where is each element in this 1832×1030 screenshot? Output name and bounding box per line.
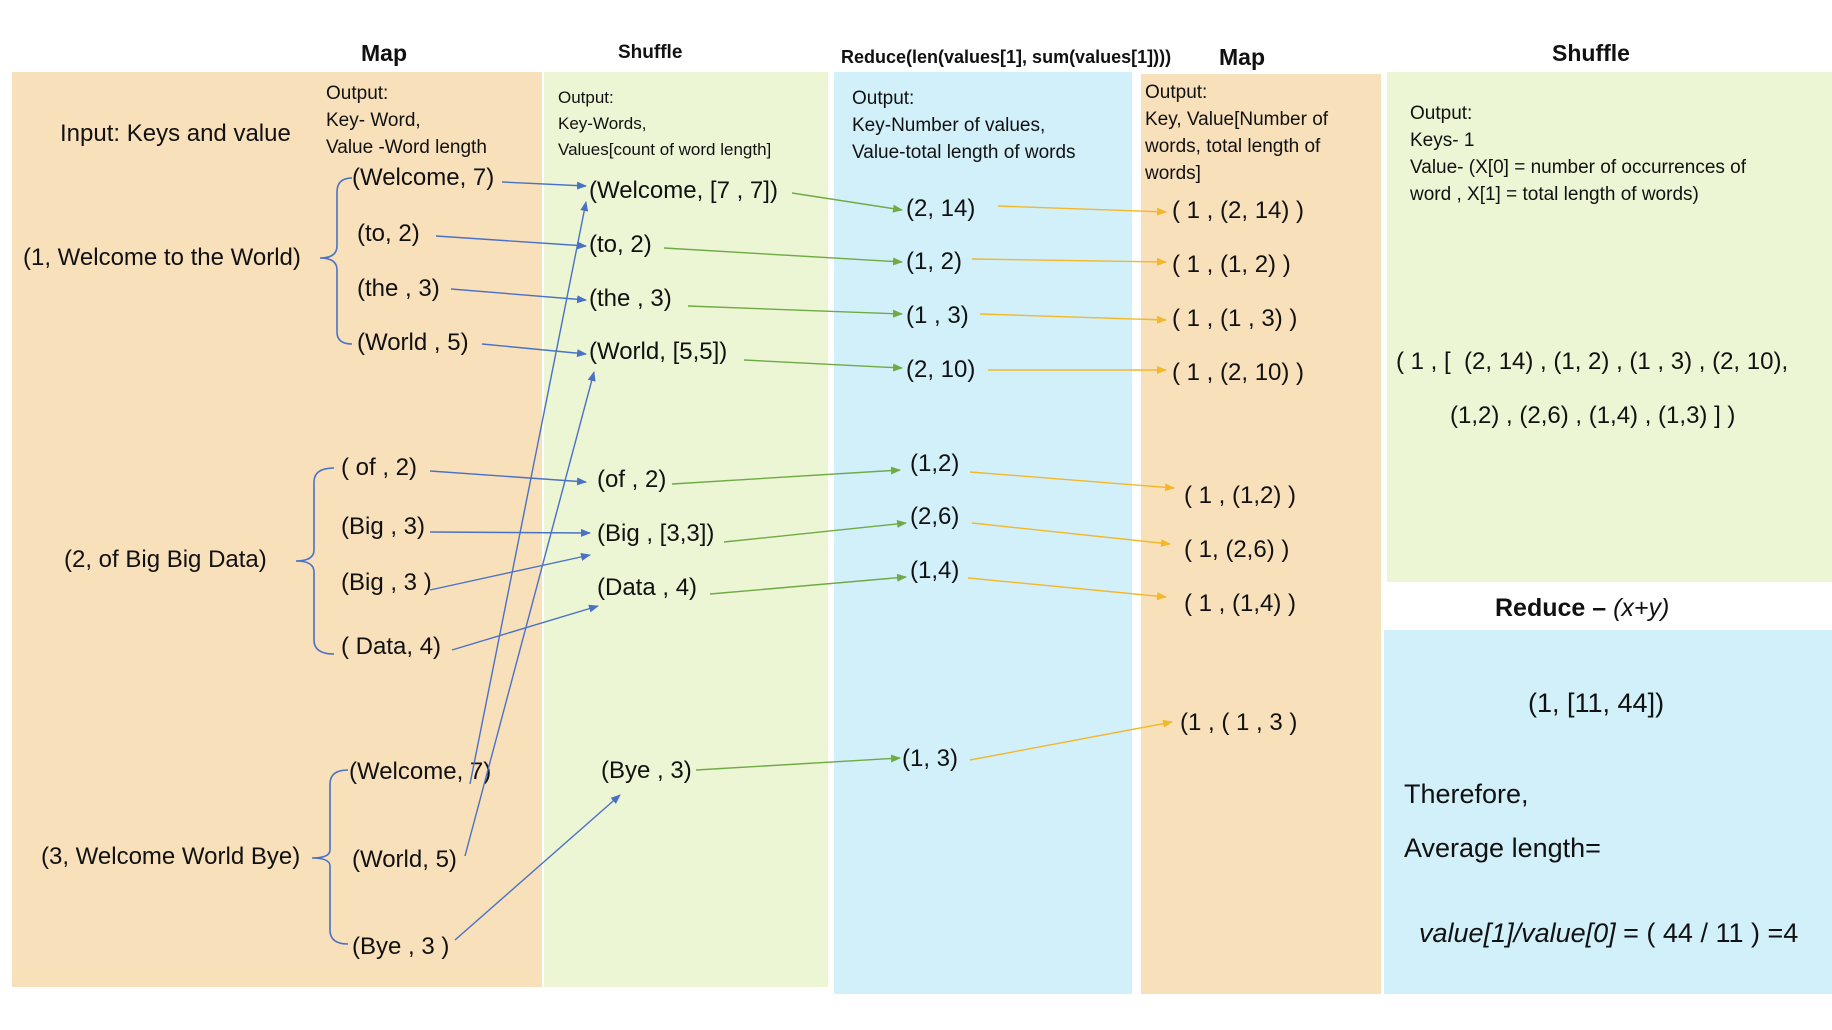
map1-item: (Welcome, 7) <box>352 164 495 191</box>
shuffle1-header: Shuffle <box>618 42 683 63</box>
input-2: (2, of Big Big Data) <box>64 546 267 573</box>
shuffle1-item: (Big , [3,3]) <box>597 520 715 547</box>
shuffle2-result-line2: (1,2) , (2,6) , (1,4) , (1,3) ] ) <box>1450 402 1736 429</box>
shuffle2-output-note: Output: Keys- 1 Value- (X[0] = number of… <box>1410 103 1747 205</box>
reduce1-output-note: Output: Key-Number of values, Value-tota… <box>852 88 1076 163</box>
reduce1-panel <box>834 72 1132 994</box>
input-3: (3, Welcome World Bye) <box>41 843 301 870</box>
map1-item: (World, 5) <box>352 846 457 873</box>
map2-panel <box>1141 74 1381 994</box>
map1-panel <box>12 72 542 987</box>
map2-item: ( 1 , (1,4) ) <box>1184 590 1297 617</box>
map1-item: (Big , 3) <box>341 513 426 540</box>
map2-item: ( 1 , (2, 10) ) <box>1172 359 1305 386</box>
map2-item: (1 , ( 1 , 3 ) <box>1180 709 1298 736</box>
shuffle2-result-line1: ( 1 , [ (2, 14) , (1, 2) , (1 , 3) , (2,… <box>1396 348 1789 375</box>
reduce2-panel <box>1384 630 1832 994</box>
map2-item: ( 1, (2,6) ) <box>1184 536 1290 563</box>
shuffle1-item: (Bye , 3) <box>601 757 692 784</box>
reduce1-item: (1, 2) <box>906 248 963 275</box>
reduce1-item: (1, 3) <box>902 745 959 772</box>
shuffle2-panel <box>1387 72 1832 582</box>
reduce1-item: (1,4) <box>910 557 960 584</box>
map1-item: (Welcome, 7) <box>349 758 492 785</box>
reduce1-item: (2, 14) <box>906 195 976 222</box>
shuffle1-output-note: Output: Key-Words, Values[count of word … <box>558 88 772 159</box>
map1-item: ( Data, 4) <box>341 633 442 660</box>
map1-item: (to, 2) <box>357 220 420 247</box>
map1-header: Map <box>361 40 407 66</box>
map2-item: ( 1 , (1,2) ) <box>1184 482 1297 509</box>
reduce2-value: (1, [11, 44]) <box>1528 688 1665 718</box>
shuffle1-item: (World, [5,5]) <box>589 338 728 365</box>
map1-item: (Big , 3 ) <box>341 569 432 596</box>
shuffle1-item: (to, 2) <box>589 231 652 258</box>
map1-item: ( of , 2) <box>341 454 418 481</box>
shuffle1-item: (Welcome, [7 , 7]) <box>589 177 778 204</box>
input-note: Input: Keys and value <box>60 120 291 147</box>
reduce1-item: (2,6) <box>910 503 960 530</box>
map2-header: Map <box>1219 44 1265 70</box>
input-1: (1, Welcome to the World) <box>23 244 301 271</box>
map1-item: (Bye , 3 ) <box>352 933 450 960</box>
map2-output-note: Output: Key, Value[Number of words, tota… <box>1145 82 1329 184</box>
shuffle2-header: Shuffle <box>1552 40 1630 66</box>
reduce1-header: Reduce(len(values[1], sum(values[1]))) <box>841 47 1172 67</box>
shuffle1-item: (Data , 4) <box>597 574 698 601</box>
reduce2-therefore: Therefore, <box>1404 779 1529 809</box>
map2-item: ( 1 , (1, 2) ) <box>1172 251 1291 278</box>
reduce2-formula-italic: value[1]/value[0] <box>1419 918 1616 948</box>
reduce1-item: (2, 10) <box>906 356 976 383</box>
reduce1-item: (1,2) <box>910 450 960 477</box>
shuffle1-item: (of , 2) <box>597 466 667 493</box>
map1-output-note: Output: Key- Word, Value -Word length <box>326 83 487 158</box>
reduce2-formula-rest: = ( 44 / 11 ) =4 <box>1615 918 1799 948</box>
reduce2-average-label: Average length= <box>1404 833 1601 863</box>
map1-item: (the , 3) <box>357 275 440 302</box>
reduce2-header-prefix: Reduce – <box>1495 594 1614 622</box>
map2-item: ( 1 , (1 , 3) ) <box>1172 305 1298 332</box>
reduce2-formula: value[1]/value[0] = ( 44 / 11 ) =4 <box>1404 887 1798 949</box>
reduce1-item: (1 , 3) <box>906 302 969 329</box>
map1-item: (World , 5) <box>357 329 469 356</box>
reduce2-header: Reduce – (x+y) <box>1495 594 1669 623</box>
map2-item: ( 1 , (2, 14) ) <box>1172 197 1305 224</box>
shuffle1-item: (the , 3) <box>589 285 672 312</box>
reduce2-header-formula: (x+y) <box>1613 594 1670 622</box>
